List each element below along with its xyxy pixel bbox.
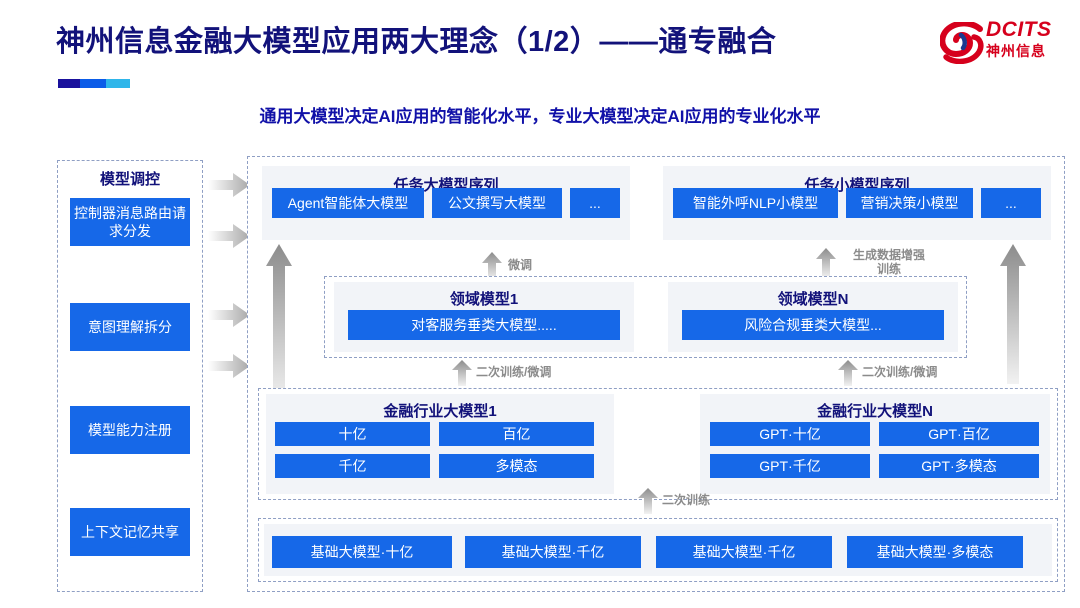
industry-model-1-item-3[interactable]: 多模态: [439, 454, 594, 478]
arrow-right-icon-2: [208, 303, 250, 327]
base-model-item-2[interactable]: 基础大模型·千亿: [656, 536, 832, 568]
task-small-item-0[interactable]: 智能外呼NLP小模型: [673, 188, 838, 218]
domain-model-title-1: 领域模型1: [449, 291, 519, 308]
flow-label-data-augment-line2: 训练: [876, 262, 901, 276]
flow-label-retrain: 二次训练: [662, 493, 711, 507]
industry-model-1-item-0[interactable]: 十亿: [275, 422, 430, 446]
flow-label-data-augment-line1: 生成数据增强: [852, 248, 925, 262]
title-accent-bar: [58, 79, 130, 88]
page-title: 神州信息金融大模型应用两大理念（1/2）——通专融合: [56, 26, 777, 58]
control-item-1[interactable]: 意图理解拆分: [70, 303, 190, 351]
base-model-item-1[interactable]: 基础大模型·千亿: [465, 536, 641, 568]
arrow-right-icon-3: [208, 354, 250, 378]
flow-label-retrain-finetune-right: 二次训练/微调: [862, 365, 938, 379]
domain-model-item-2[interactable]: 风险合规垂类大模型...: [682, 310, 944, 340]
arrow-up-icon-retrain-right: [838, 360, 858, 386]
industry-model-title-1: 金融行业大模型1: [383, 403, 497, 420]
industry-model-2-item-0[interactable]: GPT·十亿: [710, 422, 870, 446]
industry-model-2-item-3[interactable]: GPT·多模态: [879, 454, 1039, 478]
arrow-right-icon-0: [208, 173, 250, 197]
arrow-up-icon-data-augment: [816, 248, 836, 278]
task-large-item-1[interactable]: 公文撰写大模型: [432, 188, 562, 218]
accent-segment-3: [105, 79, 130, 88]
diagram-canvas: 模型调控 控制器消息路由请求分发 意图理解拆分 模型能力注册 上下文记忆共享 任…: [0, 148, 1080, 608]
logo-cn-text: 神州信息: [986, 43, 1046, 59]
industry-model-1-item-1[interactable]: 百亿: [439, 422, 594, 446]
arrow-up-icon-right-tall: [1000, 244, 1026, 384]
industry-model-title-2: 金融行业大模型N: [817, 403, 933, 420]
industry-model-2-item-2[interactable]: GPT·千亿: [710, 454, 870, 478]
logo-wordmark: DCITS 神州信息: [986, 18, 1066, 60]
industry-model-1-item-2[interactable]: 千亿: [275, 454, 430, 478]
task-small-item-1[interactable]: 营销决策小模型: [846, 188, 973, 218]
arrow-up-icon-retrain-base: [638, 488, 658, 514]
accent-segment-1: [58, 79, 80, 88]
page-header: 神州信息金融大模型应用两大理念（1/2）——通专融合 DCITS 神州信息: [0, 0, 1080, 96]
control-item-2[interactable]: 模型能力注册: [70, 406, 190, 454]
accent-segment-2: [79, 79, 106, 88]
logo-en-text: DCITS: [986, 18, 1052, 41]
flow-label-finetune: 微调: [508, 258, 533, 272]
base-model-item-0[interactable]: 基础大模型·十亿: [272, 536, 452, 568]
task-large-item-2[interactable]: ...: [570, 188, 620, 218]
domain-model-title-2: 领域模型N: [777, 291, 849, 308]
swirl-logo-icon: [940, 22, 984, 64]
arrow-up-icon-retrain-left: [452, 360, 472, 386]
left-panel-title: 模型调控: [99, 171, 160, 188]
industry-model-2-item-1[interactable]: GPT·百亿: [879, 422, 1039, 446]
task-large-item-0[interactable]: Agent智能体大模型: [272, 188, 424, 218]
flow-label-retrain-finetune-left: 二次训练/微调: [476, 365, 552, 379]
domain-model-item-1[interactable]: 对客服务垂类大模型.....: [348, 310, 620, 340]
page-subtitle: 通用大模型决定AI应用的智能化水平，专业大模型决定AI应用的专业化水平: [259, 107, 821, 126]
arrow-up-icon-finetune: [482, 252, 502, 280]
arrow-up-icon-left-tall: [266, 244, 292, 404]
task-small-item-2[interactable]: ...: [981, 188, 1041, 218]
company-logo: DCITS 神州信息: [940, 16, 1066, 74]
control-item-3[interactable]: 上下文记忆共享: [70, 508, 190, 556]
base-model-item-3[interactable]: 基础大模型·多模态: [847, 536, 1023, 568]
control-item-0[interactable]: 控制器消息路由请求分发: [70, 198, 190, 246]
arrow-right-icon-1: [208, 224, 250, 248]
